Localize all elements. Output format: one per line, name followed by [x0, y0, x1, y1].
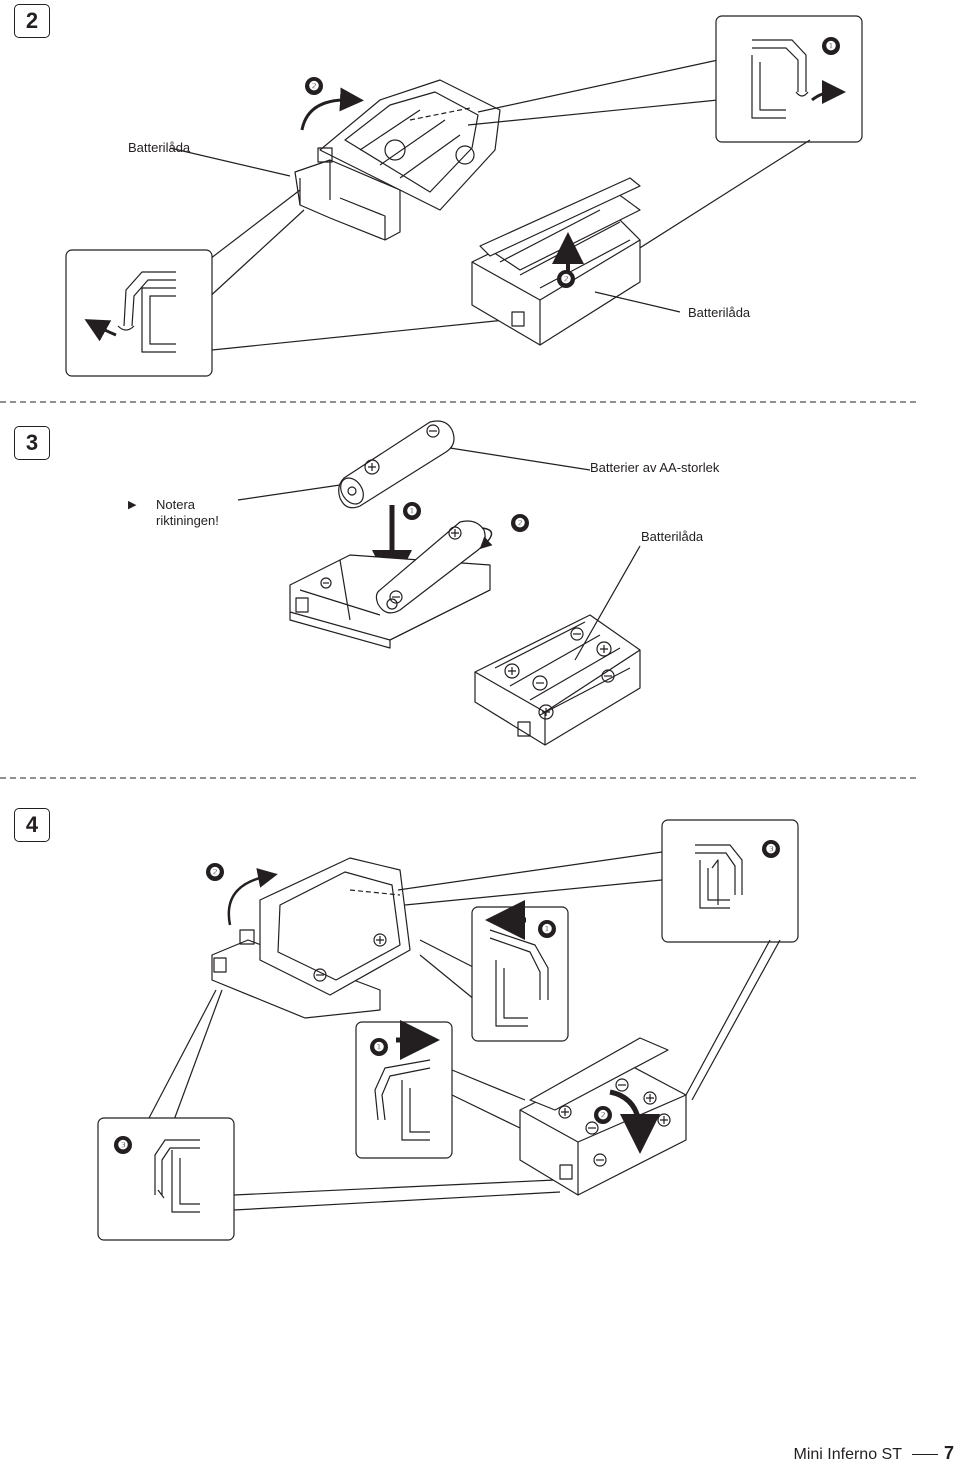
note-marker-icon: ▶	[128, 499, 137, 511]
step-number-3: 3	[14, 426, 50, 460]
aa-battery-illustration	[338, 420, 455, 509]
hinge-detail-2	[84, 271, 176, 353]
hinge-detail-1	[751, 39, 846, 119]
callout-number: ❷	[594, 1106, 612, 1124]
callout-number: ❷	[557, 270, 575, 288]
product-name: Mini Inferno ST	[793, 1446, 902, 1463]
battery-box-insert-illustration	[289, 520, 493, 649]
hinge-detail-4	[485, 900, 549, 1027]
footer-rule	[911, 1454, 938, 1456]
callout-number: ❷	[511, 514, 529, 532]
callout-number: ❸	[114, 1136, 132, 1154]
callout-number: ❶	[370, 1038, 388, 1056]
battery-box-opened-illustration-2	[471, 177, 641, 346]
callout-number: ❶	[538, 920, 556, 938]
page-number: 7	[943, 1443, 954, 1463]
callout-number: ❸	[762, 840, 780, 858]
callout-number: ❷	[206, 863, 224, 881]
battery-box-open-illustration-1	[294, 79, 501, 241]
hinge-detail-3	[695, 844, 743, 909]
battery-box-label: Batterilåda	[128, 140, 191, 155]
page-footer: Mini Inferno ST 7	[794, 1444, 955, 1464]
note-text-line1: Notera	[156, 497, 196, 512]
callout-number: ❶	[822, 37, 840, 55]
aa-batteries-label: Batterier av AA-storlek	[590, 460, 720, 475]
hinge-detail-6	[154, 1139, 200, 1213]
battery-box-label-2: Batterilåda	[688, 305, 751, 320]
hinge-detail-5	[374, 1020, 440, 1141]
step-number-4: 4	[14, 808, 50, 842]
battery-box-label: Batterilåda	[641, 529, 704, 544]
note-text-line2: riktiningen!	[156, 513, 219, 528]
step-number-2: 2	[14, 4, 50, 38]
battery-box-filled-illustration	[474, 614, 641, 746]
callout-number: ❷	[305, 77, 323, 95]
battery-box-lid-closing-illustration	[519, 1037, 687, 1196]
battery-box-closing-illustration	[211, 857, 411, 1019]
callout-number: ❶	[403, 502, 421, 520]
